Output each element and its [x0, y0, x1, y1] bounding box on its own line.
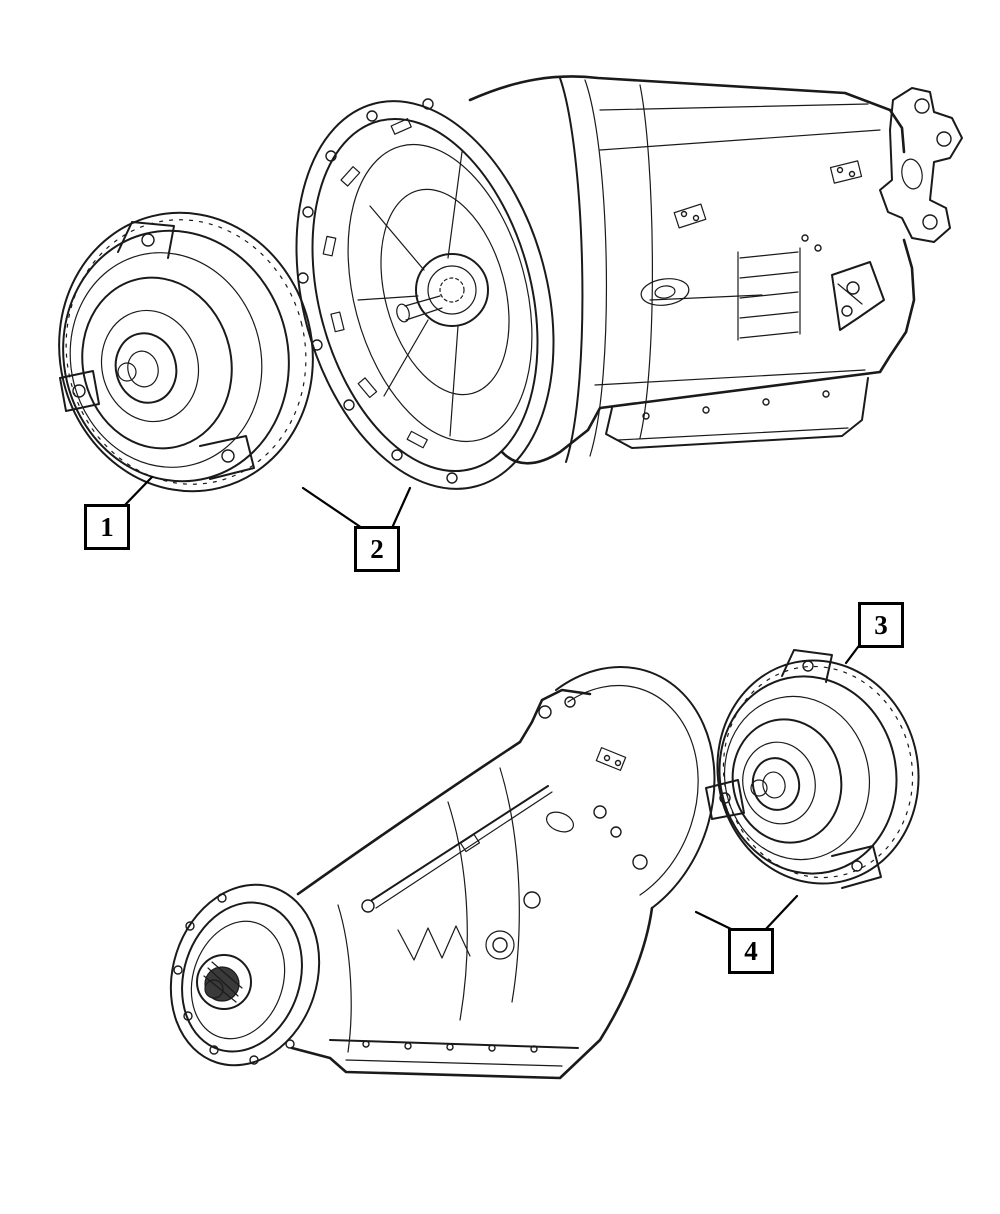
leader-line-1	[122, 475, 154, 508]
leader-line-2a	[301, 486, 364, 530]
torque-converter-lower-art	[705, 649, 920, 889]
leader-line-2b	[390, 486, 412, 530]
transmission-upper-art	[295, 75, 963, 490]
converter-lug	[199, 435, 255, 480]
callout-box-3[interactable]: 3	[858, 602, 904, 648]
tail-mount	[879, 87, 963, 243]
callout-2-label: 2	[370, 533, 384, 564]
rear-housing-bolts	[173, 893, 295, 1065]
converter-lug	[117, 221, 175, 259]
bell-housing-slots	[322, 118, 428, 449]
input-shaft	[357, 151, 489, 437]
callout-1-label: 1	[100, 511, 114, 542]
transmission-lower-art	[169, 666, 716, 1080]
oil-pan-upper	[605, 377, 869, 449]
case-bosses	[485, 854, 648, 960]
top-fittings	[538, 696, 627, 838]
output-shaft	[196, 954, 252, 1010]
leader-line-4a	[694, 910, 735, 932]
callout-box-4[interactable]: 4	[728, 928, 774, 974]
callout-4-label: 4	[744, 935, 758, 966]
callout-box-2[interactable]: 2	[354, 526, 400, 572]
callout-box-1[interactable]: 1	[84, 504, 130, 550]
leader-line-4b	[763, 894, 799, 932]
bell-housing-bolt-holes	[297, 98, 458, 484]
oil-pan-lower	[329, 1039, 579, 1067]
case-emblem	[640, 278, 690, 306]
callout-leader-lines	[122, 475, 863, 932]
shift-rod	[361, 785, 553, 913]
case-pads	[673, 160, 863, 252]
mount-bracket	[831, 261, 885, 331]
converter-lug	[781, 649, 833, 683]
converter-lug	[831, 845, 882, 889]
converter-lug	[59, 370, 100, 412]
callout-3-label: 3	[874, 609, 888, 640]
converter-lug	[705, 779, 745, 820]
case-ribs	[737, 247, 801, 341]
torque-converter-upper-art	[58, 211, 314, 493]
